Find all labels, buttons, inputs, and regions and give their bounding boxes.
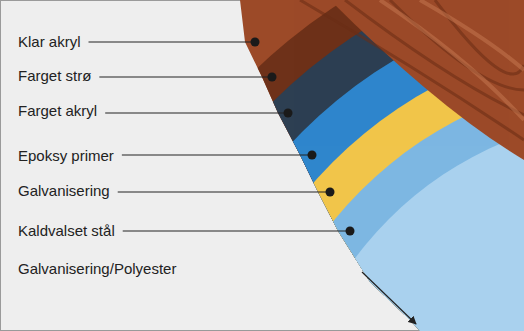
layer-label: Galvanisering/Polyester [18, 260, 176, 278]
layer-label: Klar akryl [18, 33, 81, 51]
layer-label: Farget akryl [18, 102, 97, 120]
layer-label: Farget strø [18, 67, 91, 85]
layer-label: Epoksy primer [18, 147, 114, 165]
leader-dots [251, 38, 355, 236]
layer-label: Kaldvalset stål [18, 222, 115, 240]
layer-label: Galvanisering [18, 182, 110, 200]
leader-lines [89, 42, 416, 324]
